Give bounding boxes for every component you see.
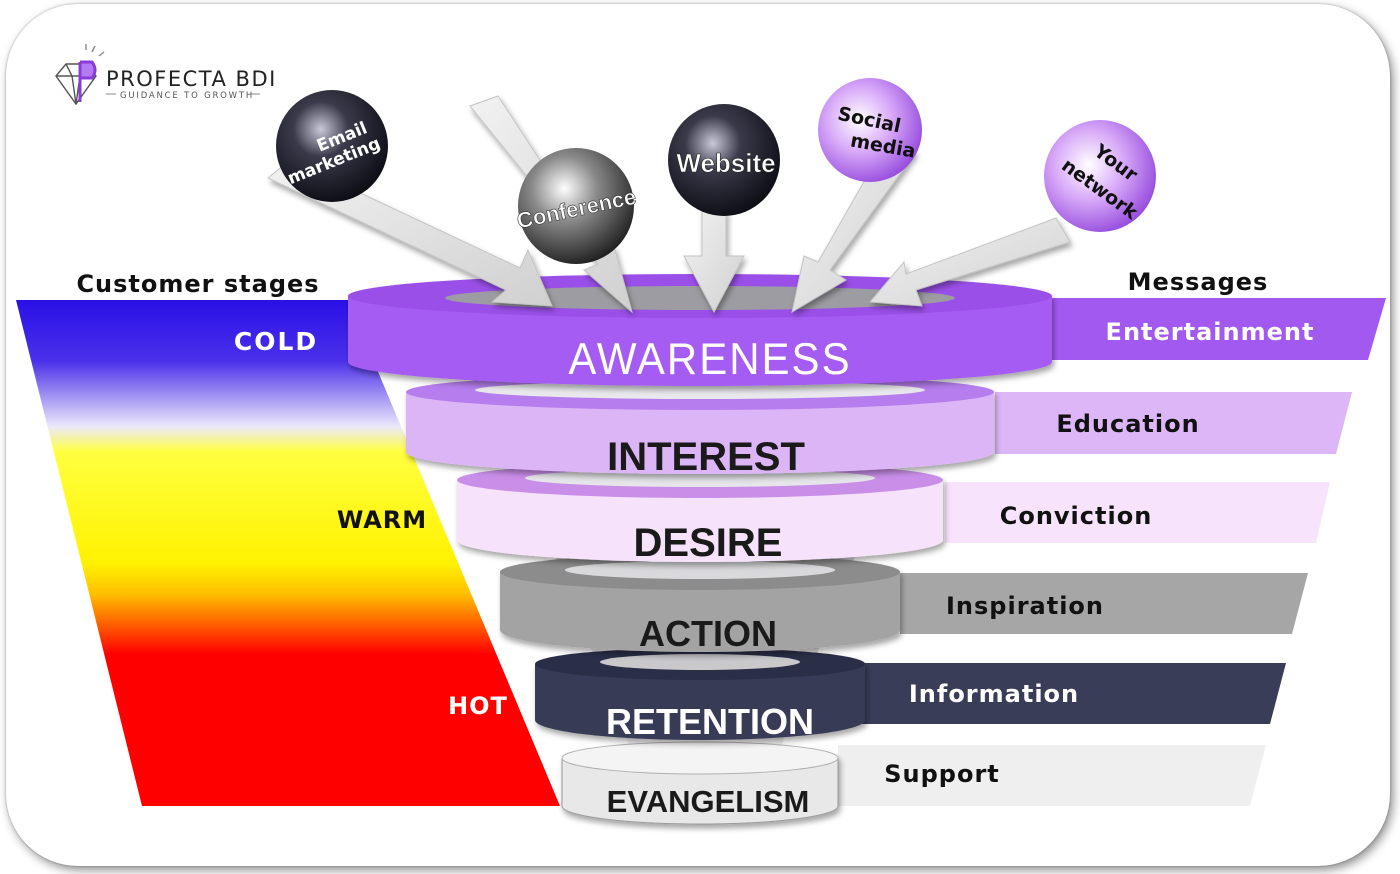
ball-conference: Conference: [514, 148, 639, 264]
stage-label-interest: INTEREST: [607, 435, 805, 479]
label-cold: COLD: [234, 327, 318, 356]
ring-interest: [406, 374, 994, 474]
heading-customer-stages: Customer stages: [76, 270, 319, 298]
stage-label-action: ACTION: [639, 613, 777, 654]
message-band-desire: [945, 482, 1330, 543]
stage-label-evangelism: EVANGELISM: [607, 784, 810, 819]
message-band-action: [900, 573, 1308, 634]
label-hot: HOT: [448, 692, 508, 720]
profecta-logo: PROFECTA BDI GUIDANCE TO GROWTH: [55, 44, 277, 106]
message-information: Information: [909, 680, 1079, 708]
ball-website: Website: [668, 104, 780, 216]
label-warm: WARM: [337, 506, 427, 534]
message-inspiration: Inspiration: [946, 592, 1104, 620]
diamond-icon: [55, 44, 105, 106]
heading-messages: Messages: [1128, 268, 1269, 296]
stage-label-desire: DESIRE: [634, 521, 783, 565]
temperature-gradient-band: [16, 300, 560, 806]
arrow-website: [683, 209, 745, 314]
arrow-social: [791, 135, 917, 314]
message-band-retention: [862, 663, 1286, 724]
message-conviction: Conviction: [1000, 502, 1153, 530]
stage-label-awareness: AWARENESS: [568, 335, 851, 384]
message-band-awareness: [1050, 298, 1386, 360]
ball-website-label: Website: [676, 148, 775, 178]
ball-social-media: Social media: [818, 78, 922, 182]
message-entertainment: Entertainment: [1106, 318, 1315, 346]
ball-email-marketing: Email marketing: [276, 90, 388, 202]
logo-tagline: GUIDANCE TO GROWTH: [120, 91, 254, 101]
ring-action: [500, 554, 900, 652]
ring-evangelism: [561, 741, 839, 825]
logo-name: PROFECTA BDI: [106, 67, 277, 91]
message-band-interest: [995, 392, 1352, 454]
arrow-network: [868, 217, 1071, 307]
ball-your-network: Your network: [1044, 120, 1156, 232]
stage-label-retention: RETENTION: [606, 701, 814, 742]
message-support: Support: [884, 760, 1000, 788]
ring-retention: [535, 648, 865, 740]
message-education: Education: [1056, 410, 1199, 438]
message-band-evangelism: [838, 745, 1266, 806]
